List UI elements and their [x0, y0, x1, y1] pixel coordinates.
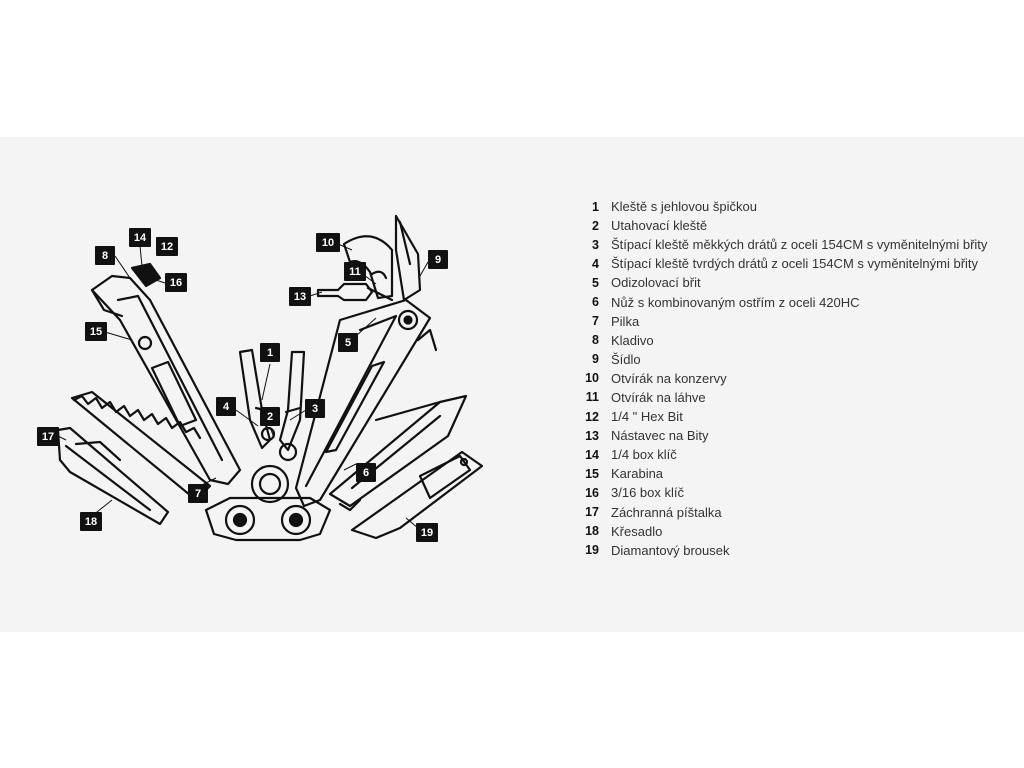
legend-number: 18 [585, 524, 599, 539]
legend-label: Nástavec na Bity [611, 428, 709, 444]
legend-number: 9 [592, 352, 599, 367]
legend-number: 3 [592, 237, 599, 252]
legend-number: 12 [585, 409, 599, 424]
sharpener-shape [350, 450, 484, 540]
callout-14: 14 [129, 228, 151, 247]
legend-label: Nůž s kombinovaným ostřím z oceli 420HC [611, 294, 860, 310]
bit-driver-shape [316, 282, 394, 302]
legend-label: Diamantový brousek [611, 542, 730, 558]
callout-13: 13 [289, 287, 311, 306]
legend-label: Karabina [611, 466, 664, 482]
callout-18: 18 [80, 512, 102, 531]
legend: 1 Kleště s jehlovou špičkou 2 Utahovací kl… [575, 197, 1015, 560]
legend-label: Pilka [611, 313, 640, 329]
legend-item: 7 Pilka [575, 312, 1015, 331]
legend-item: 11 Otvírák na láhve [575, 388, 1015, 407]
legend-number: 16 [585, 485, 599, 500]
callout-1: 1 [260, 343, 280, 362]
pivot-shapes [204, 496, 332, 542]
legend-item: 4 Štípací kleště tvrdých drátů z oceli 15… [575, 254, 1015, 273]
legend-label: Kladivo [611, 332, 654, 348]
legend-label: Odizolovací břit [611, 275, 701, 291]
legend-label: Otvírák na konzervy [611, 370, 727, 386]
callout-5: 5 [338, 333, 358, 352]
legend-item: 18 Křesadlo [575, 522, 1015, 541]
legend-item: 6 Nůž s kombinovaným ostřím z oceli 420HC [575, 292, 1015, 311]
legend-item: 16 3/16 box klíč [575, 483, 1015, 502]
callout-19: 19 [416, 523, 438, 542]
legend-label: 1/4 " Hex Bit [611, 409, 683, 425]
callout-7: 7 [188, 484, 208, 503]
legend-item: 8 Kladivo [575, 331, 1015, 350]
legend-number: 15 [585, 466, 599, 481]
callout-6: 6 [356, 463, 376, 482]
callout-10: 10 [316, 233, 340, 252]
legend-label: 1/4 box klíč [611, 447, 677, 463]
legend-number: 6 [592, 295, 599, 310]
legend-item: 1 Kleště s jehlovou špičkou [575, 197, 1015, 216]
legend-label: Utahovací kleště [611, 218, 708, 234]
legend-number: 11 [585, 390, 599, 405]
legend-label: Otvírák na láhve [611, 389, 706, 405]
callout-15: 15 [85, 322, 107, 341]
legend-item: 19 Diamantový brousek [575, 541, 1015, 560]
legend-number: 1 [592, 199, 599, 214]
legend-label: Šídlo [611, 351, 641, 367]
callout-12: 12 [156, 237, 178, 256]
legend-label: Štípací kleště tvrdých drátů z oceli 154… [611, 256, 979, 272]
callout-9: 9 [428, 250, 448, 269]
legend-number: 10 [585, 371, 599, 386]
whistle-shape [56, 426, 170, 526]
legend-item: 17 Záchranná píštalka [575, 503, 1015, 522]
multitool-illustration [56, 214, 484, 542]
legend-label: Křesadlo [611, 523, 663, 539]
callout-11: 11 [344, 262, 366, 281]
callout-3: 3 [305, 399, 325, 418]
legend-item: 10 Otvírák na konzervy [575, 369, 1015, 388]
legend-item: 13 Nástavec na Bity [575, 426, 1015, 445]
legend-item: 15 Karabina [575, 464, 1015, 483]
legend-item: 9 Šídlo [575, 350, 1015, 369]
legend-label: Záchranná píštalka [611, 504, 722, 520]
callout-4: 4 [216, 397, 236, 416]
pliers-shape [238, 348, 306, 504]
diagram-panel: 1 2 3 4 5 6 7 8 9 10 11 12 13 14 15 16 1… [0, 137, 1024, 632]
legend-number: 7 [592, 314, 599, 329]
legend-number: 19 [585, 543, 599, 558]
left-handle-shape [90, 262, 242, 486]
legend-label: 3/16 box klíč [611, 485, 684, 501]
awl-shape [394, 214, 422, 302]
legend-item: 12 1/4 " Hex Bit [575, 407, 1015, 426]
legend-number: 13 [585, 428, 599, 443]
callout-16: 16 [165, 273, 187, 292]
callout-8: 8 [95, 246, 115, 265]
legend-item: 14 1/4 box klíč [575, 445, 1015, 464]
can-opener-shape [342, 235, 394, 300]
legend-number: 4 [592, 256, 599, 271]
callout-2: 2 [260, 407, 280, 426]
callout-17: 17 [37, 427, 59, 446]
legend-number: 17 [585, 505, 599, 520]
legend-item: 2 Utahovací kleště [575, 216, 1015, 235]
saw-shape [70, 390, 212, 502]
legend-number: 5 [592, 275, 599, 290]
right-blade-shape [374, 328, 442, 422]
legend-number: 8 [592, 333, 599, 348]
legend-label: Kleště s jehlovou špičkou [611, 199, 757, 215]
legend-number: 14 [585, 447, 599, 462]
legend-label: Štípací kleště měkkých drátů z oceli 154… [611, 237, 988, 253]
legend-item: 3 Štípací kleště měkkých drátů z oceli 15… [575, 235, 1015, 254]
legend-item: 5 Odizolovací břit [575, 273, 1015, 292]
legend-number: 2 [592, 218, 599, 233]
